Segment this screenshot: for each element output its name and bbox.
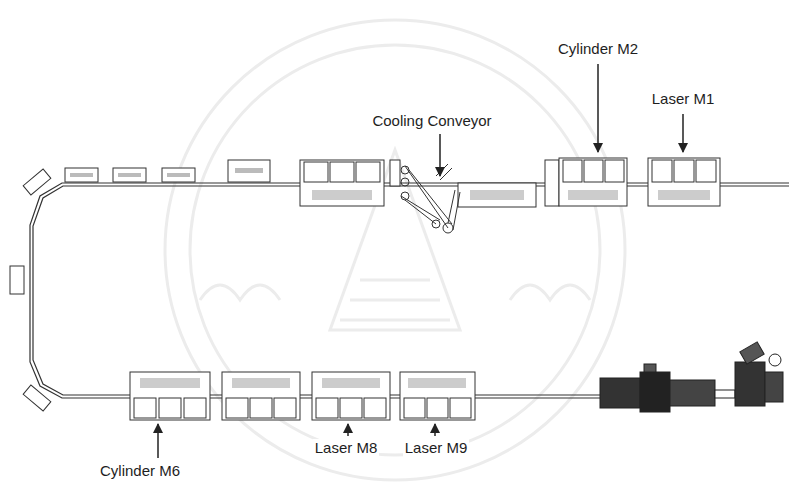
callout-label: Laser M1 (650, 90, 717, 108)
buffer-box (65, 160, 270, 182)
conveyor-line (30, 183, 789, 398)
packing-machine (600, 342, 783, 412)
callout-label: Cooling Conveyor (370, 112, 493, 130)
callout-arrow (158, 64, 683, 458)
callout-label: Cylinder M2 (556, 40, 640, 58)
machine (300, 158, 720, 207)
watermark (165, 20, 625, 480)
transfer-unit (10, 169, 51, 411)
callout-label: Laser M9 (403, 439, 470, 457)
cooling-conveyor (390, 160, 460, 233)
callout-label: Laser M8 (313, 439, 380, 457)
machine (130, 372, 475, 420)
callout-label: Cylinder M6 (98, 462, 182, 480)
